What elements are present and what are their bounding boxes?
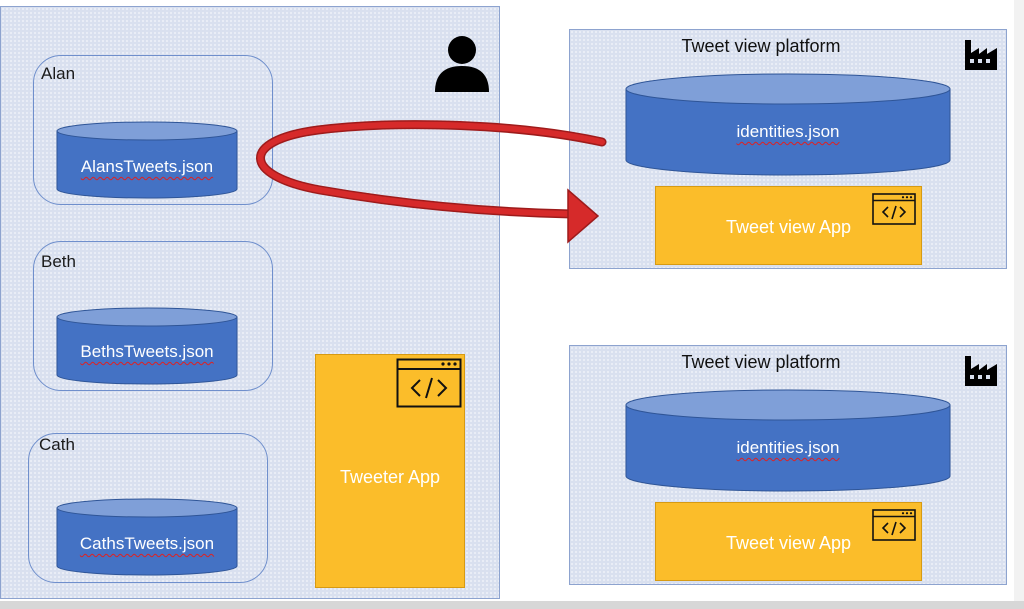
platform-title-1: Tweet view platform [681,36,841,56]
tweet-view-platform-2: Tweet view platform identities.json Twee… [569,345,1007,585]
user-box-cath: Cath CathsTweets.json [28,433,268,583]
tweet-view-app-label-1: Tweet view App [725,217,852,237]
tweet-view-platform-1: Tweet view platform identities.json Twee… [569,29,1007,269]
tweet-view-app-2[interactable]: Tweet view App [655,502,922,581]
identities-label-2: identities.json [736,438,840,457]
tweet-view-app-1[interactable]: Tweet view App [655,186,922,265]
factory-icon [965,356,997,386]
page-edge [1014,0,1024,609]
tweets-db-beth[interactable]: BethsTweets.json [56,307,238,385]
identities-db-1[interactable]: identities.json [625,72,951,176]
user-box-alan: Alan AlansTweets.json [33,55,273,205]
tweet-view-app-label-2: Tweet view App [725,533,852,553]
user-name-beth: Beth [41,252,76,271]
code-window-icon [872,509,916,541]
factory-icon [965,40,997,70]
tweeter-app[interactable]: Tweeter App [315,354,465,588]
person-icon [435,36,489,92]
code-window-icon [396,358,462,408]
user-name-cath: Cath [39,435,75,454]
tweeter-app-label: Tweeter App [339,467,441,487]
tweets-file-label-cath: CathsTweets.json [79,534,215,553]
tweets-db-alan[interactable]: AlansTweets.json [56,121,238,199]
user-box-beth: Beth BethsTweets.json [33,241,273,391]
tweets-db-cath[interactable]: CathsTweets.json [56,498,238,576]
platform-title-2: Tweet view platform [681,352,841,372]
tweets-file-label-alan: AlansTweets.json [80,157,214,176]
user-name-alan: Alan [41,64,76,83]
user-devices-panel: Alan AlansTweets.json Beth BethsTweets.j… [0,6,500,599]
page-bottom-strip [0,601,1024,609]
tweets-file-label-beth: BethsTweets.json [80,342,214,361]
code-window-icon [872,193,916,225]
identities-label-1: identities.json [736,122,840,141]
identities-db-2[interactable]: identities.json [625,388,951,492]
